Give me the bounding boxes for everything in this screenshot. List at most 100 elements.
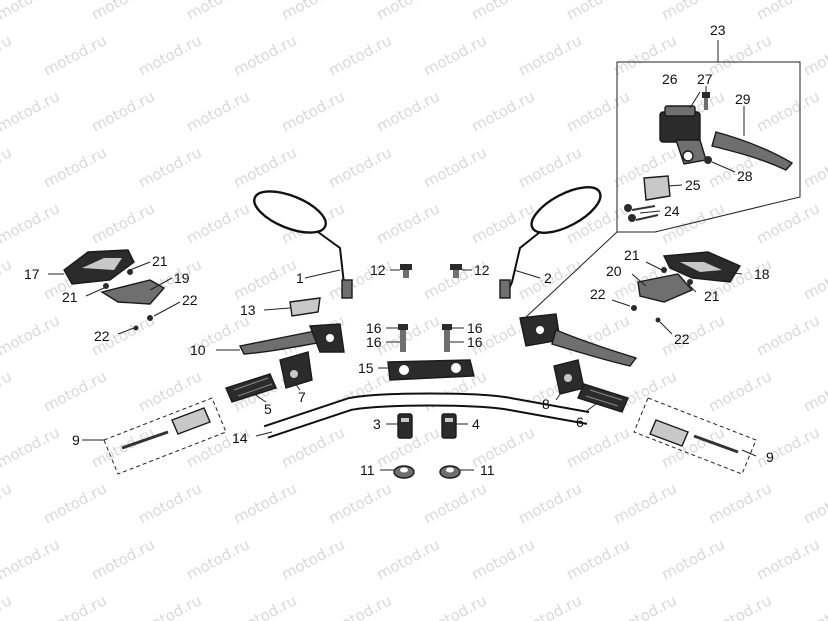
callout-22b: 22 <box>94 328 110 344</box>
callout-26: 26 <box>662 71 678 87</box>
watermark-text: motod.ru <box>800 591 828 621</box>
watermark-text: motod.ru <box>230 143 299 191</box>
watermark-text: motod.ru <box>468 0 537 24</box>
watermark-text: motod.ru <box>563 0 632 24</box>
watermark-text: motod.ru <box>420 479 489 527</box>
watermark-text: motod.ru <box>563 423 632 471</box>
clutch-lever-left <box>238 323 345 355</box>
watermark-text: motod.ru <box>610 591 679 621</box>
callout-12a: 12 <box>370 262 386 278</box>
watermark-text: motod.ru <box>515 31 584 79</box>
watermark-text: motod.ru <box>40 591 109 621</box>
watermark-text: motod.ru <box>373 535 442 583</box>
watermark-text: motod.ru <box>0 367 15 415</box>
watermark-text: motod.ru <box>658 0 727 24</box>
watermark-text: motod.ru <box>0 31 15 79</box>
watermark-text: motod.ru <box>325 591 394 621</box>
watermark-text: motod.ru <box>183 535 252 583</box>
callout-16b: 16 <box>366 334 382 350</box>
callout-10: 10 <box>190 342 206 358</box>
mirror-left <box>253 190 353 299</box>
watermark-text: motod.ru <box>278 87 347 135</box>
watermark-text: motod.ru <box>183 0 252 24</box>
watermark-text: motod.ru <box>420 143 489 191</box>
watermark-text: motod.ru <box>468 87 537 135</box>
watermark-text: motod.ru <box>373 311 442 359</box>
watermark-text: motod.ru <box>705 591 774 621</box>
callout-17: 17 <box>24 266 40 282</box>
watermark-text: motod.ru <box>753 0 822 24</box>
callout-21c: 21 <box>624 247 640 263</box>
watermark-text: motod.ru <box>705 367 774 415</box>
watermark-text: motod.ru <box>800 479 828 527</box>
clamp-25 <box>643 175 671 201</box>
watermark-text: motod.ru <box>325 31 394 79</box>
watermark-text: motod.ru <box>753 535 822 583</box>
callout-11b: 11 <box>480 462 495 478</box>
bolts-24 <box>624 204 659 222</box>
callout-2: 2 <box>544 270 552 286</box>
callout-11a: 11 <box>360 462 375 478</box>
callout-labels: 23 26 27 29 28 25 24 1 2 17 21 21 19 22 … <box>24 22 774 478</box>
callout-19: 19 <box>174 270 190 286</box>
switch-housing-right <box>553 359 585 395</box>
grip-right <box>577 383 629 413</box>
watermark-text: motod.ru <box>705 31 774 79</box>
callout-9b: 9 <box>766 449 774 465</box>
callout-21a: 21 <box>152 253 168 269</box>
callout-28: 28 <box>737 168 753 184</box>
callout-23: 23 <box>710 22 726 38</box>
watermark-text: motod.ru <box>0 255 15 303</box>
watermark-text: motod.ru <box>658 535 727 583</box>
watermark-text: motod.ru <box>278 535 347 583</box>
watermark-text: motod.ru <box>88 87 157 135</box>
watermark-text: motod.ru <box>800 143 828 191</box>
watermark-text: motod.ru <box>325 479 394 527</box>
watermark-text: motod.ru <box>800 31 828 79</box>
pin-28 <box>704 156 712 164</box>
watermark-text: motod.ru <box>230 479 299 527</box>
mirror-right <box>499 186 602 299</box>
callout-22a: 22 <box>182 292 198 308</box>
watermark-text: motod.ru <box>230 31 299 79</box>
watermark-text: motod.ru <box>135 143 204 191</box>
watermark-text: motod.ru <box>753 423 822 471</box>
bolt-12-left <box>400 264 412 278</box>
watermark-text: motod.ru <box>135 591 204 621</box>
master-cylinder-body <box>659 105 707 165</box>
watermark-text: motod.ru <box>40 143 109 191</box>
callout-7: 7 <box>298 389 306 405</box>
watermark-text: motod.ru <box>753 87 822 135</box>
bolts-16-left <box>398 324 408 352</box>
watermark-text: motod.ru <box>40 479 109 527</box>
callout-22d: 22 <box>674 331 690 347</box>
callout-21b: 21 <box>62 289 78 305</box>
callout-20: 20 <box>606 263 622 279</box>
watermark-text: motod.ru <box>373 199 442 247</box>
watermark-text: motod.ru <box>515 143 584 191</box>
riser-3 <box>397 413 413 439</box>
watermark-text: motod.ru <box>0 87 63 135</box>
watermark-text: motod.ru <box>0 535 63 583</box>
callout-15: 15 <box>358 360 374 376</box>
watermark-text: motod.ru <box>610 479 679 527</box>
watermark-text: motod.ru <box>88 199 157 247</box>
watermark-text: motod.ru <box>753 199 822 247</box>
riser-4 <box>441 413 457 439</box>
callout-5: 5 <box>264 401 272 417</box>
callout-6: 6 <box>576 414 584 430</box>
callout-13: 13 <box>240 302 256 318</box>
watermark-text: motod.ru <box>0 199 63 247</box>
hand-guard-right <box>631 251 742 323</box>
watermark-text: motod.ru <box>135 31 204 79</box>
watermark-text: motod.ru <box>800 255 828 303</box>
callout-3: 3 <box>373 416 381 432</box>
watermark-text: motod.ru <box>183 199 252 247</box>
watermark-text: motod.ru <box>753 311 822 359</box>
bolt-12-right <box>450 264 462 278</box>
hand-guard-left <box>63 249 166 331</box>
watermark-text: motod.ru <box>420 591 489 621</box>
watermark-text: motod.ru <box>88 0 157 24</box>
switch-housing-left <box>279 351 313 389</box>
